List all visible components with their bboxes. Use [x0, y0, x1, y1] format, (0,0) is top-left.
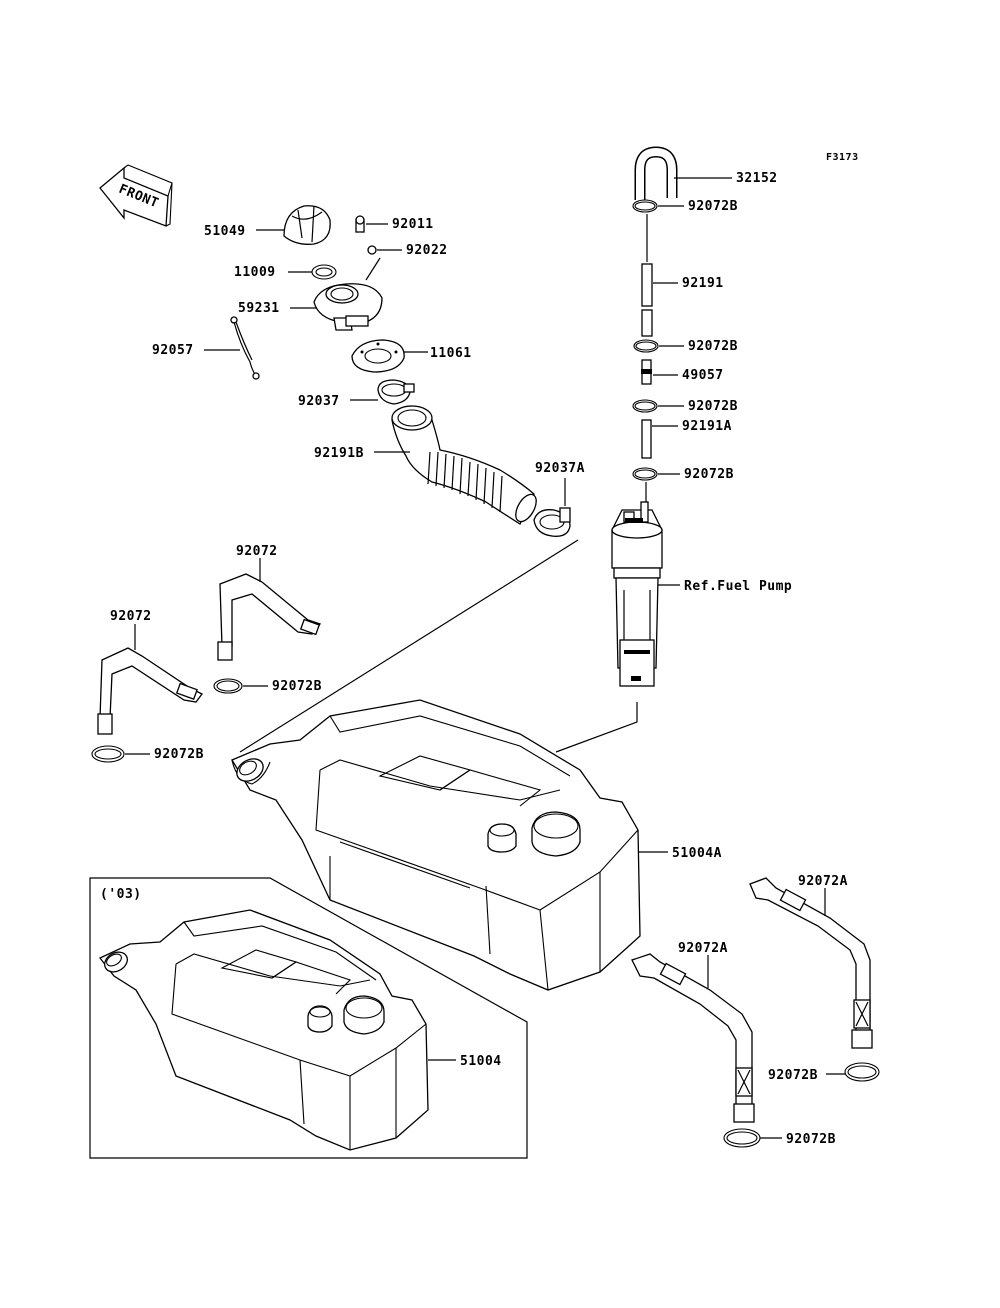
label-ref-fuel-pump: Ref.Fuel Pump	[684, 579, 792, 594]
label-92072-upper: 92072	[236, 544, 278, 559]
clamp-92072b-7	[844, 1062, 880, 1082]
filler-hose-92191b	[391, 405, 537, 525]
clamp-92072b-3	[632, 399, 658, 413]
hose-92191a	[641, 419, 652, 459]
label-92072b-8: 92072B	[786, 1132, 836, 1147]
clamp-92037	[377, 379, 415, 405]
leader-fuel-pump-to-tank	[555, 702, 638, 753]
washer-92022	[367, 245, 377, 255]
label-32152: 32152	[736, 171, 778, 186]
o-ring-11009	[311, 264, 337, 280]
label-92072b-5: 92072B	[272, 679, 322, 694]
gasket-11061	[351, 339, 405, 373]
label-92072-lower: 92072	[110, 609, 152, 624]
filler-cap-51049	[283, 205, 331, 245]
front-arrow-icon: FRONT	[99, 164, 173, 227]
clamp-92072b-8	[723, 1128, 761, 1148]
vent-hose-32152	[634, 146, 678, 200]
label-92037a: 92037A	[535, 461, 585, 476]
label-92072b-7: 92072B	[768, 1068, 818, 1083]
tank-strap-92072a-upper	[749, 877, 873, 1049]
fuel-tank-51004a	[231, 699, 641, 991]
clamp-92072b-5	[213, 678, 243, 694]
filler-neck-59231	[313, 283, 383, 331]
label-92072a-1: 92072A	[798, 874, 848, 889]
fuel-pump-assembly	[611, 501, 663, 687]
label-59231: 59231	[238, 301, 280, 316]
label-92072b-3: 92072B	[688, 399, 738, 414]
label-92072b-2: 92072B	[688, 339, 738, 354]
label-92072b-4: 92072B	[684, 467, 734, 482]
label-92022: 92022	[406, 243, 448, 258]
label-51049: 51049	[204, 224, 246, 239]
label-92057: 92057	[152, 343, 194, 358]
clamp-92072b-2	[633, 339, 659, 353]
tank-strap-92072-lower	[97, 647, 203, 735]
label-49057: 49057	[682, 368, 724, 383]
label-92037: 92037	[298, 394, 340, 409]
screw-92011	[355, 215, 365, 233]
figure-code: F3173	[826, 152, 859, 163]
label-92072b-1: 92072B	[688, 199, 738, 214]
label-92191b: 92191B	[314, 446, 364, 461]
clamp-92072b-6	[91, 745, 125, 763]
label-11061: 11061	[430, 346, 472, 361]
hose-92191	[641, 263, 653, 337]
label-51004a: 51004A	[672, 846, 722, 861]
tank-strap-92072a-lower	[631, 953, 755, 1123]
tank-strap-92072-upper	[217, 573, 322, 661]
strap-92057	[230, 316, 260, 380]
check-valve-49057	[641, 359, 652, 385]
clamp-92072b-1	[632, 199, 658, 213]
label-92011: 92011	[392, 217, 434, 232]
label-92191a: 92191A	[682, 419, 732, 434]
label-92072b-6: 92072B	[154, 747, 204, 762]
leader-hose-to-tank	[239, 539, 579, 753]
clamp-92072b-4	[632, 467, 658, 481]
fuel-tank-51004	[98, 909, 429, 1151]
label-92191: 92191	[682, 276, 724, 291]
label-11009: 11009	[234, 265, 276, 280]
inset-label: ('03)	[100, 887, 142, 902]
label-92072a-2: 92072A	[678, 941, 728, 956]
inset-frame-03	[89, 877, 528, 1159]
label-51004: 51004	[460, 1054, 502, 1069]
clamp-92037a	[533, 507, 571, 537]
